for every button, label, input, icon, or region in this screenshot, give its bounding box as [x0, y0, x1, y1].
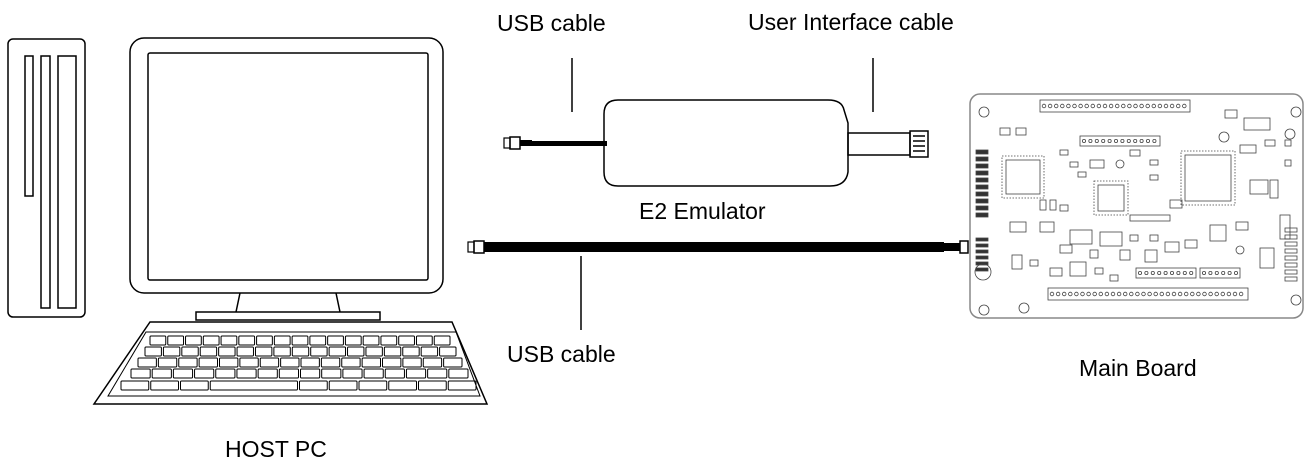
keyboard-icon [92, 321, 489, 405]
usb-cable-top-icon [503, 58, 607, 150]
main-board-label: Main Board [1079, 355, 1197, 381]
main-board-icon [969, 93, 1304, 319]
e2-emulator-icon [603, 58, 929, 187]
host-pc-label: HOST PC [225, 436, 327, 462]
usb-cable-top-label: USB cable [497, 10, 606, 36]
usb-cable-bottom-icon [467, 240, 969, 330]
usb-cable-bottom-label: USB cable [507, 341, 616, 367]
e2-emulator-label: E2 Emulator [639, 198, 766, 224]
monitor-icon [129, 37, 444, 321]
user-interface-cable-label: User Interface cable [748, 9, 954, 35]
desktop-tower-icon [7, 38, 86, 318]
